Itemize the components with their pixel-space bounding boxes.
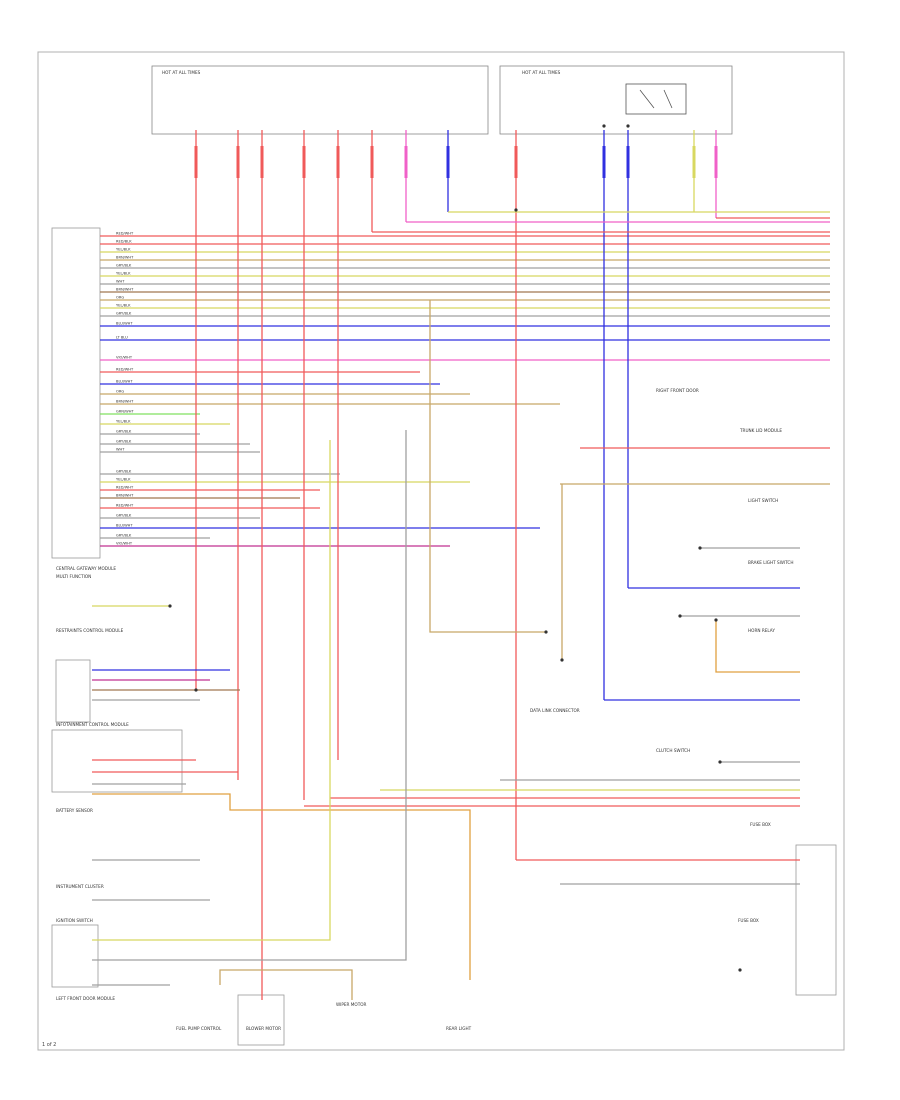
diagram-border: [37, 51, 845, 1051]
wire-label-13: VIO/WHT: [116, 356, 133, 360]
wire-label-24: YEL/BLK: [116, 478, 131, 482]
junction-dot-10: [602, 124, 606, 128]
wire-label-1: RED/BLK: [116, 240, 132, 244]
wire-layer: [92, 130, 830, 1000]
fuse-panel-right: [499, 65, 733, 135]
connector-block-3: [51, 729, 183, 793]
wire-label-4: GRY/BLK: [116, 264, 132, 268]
junction-dot-6: [718, 760, 722, 764]
wire-label-11: BLU/WHT: [116, 322, 133, 326]
wire-label-27: RED/WHT: [116, 504, 134, 508]
wire-label-5: YEL/BLK: [116, 272, 131, 276]
junction-dot-8: [194, 688, 198, 692]
connector-block-6: [795, 844, 837, 996]
wire-label-7: BRN/WHT: [116, 288, 134, 292]
label-horn-relay: HORN RELAY: [748, 628, 775, 633]
label-fuel-pump: FUEL PUMP CONTROL: [176, 1026, 222, 1031]
label-rf-door: RIGHT FRONT DOOR: [656, 388, 699, 393]
wire-lf-a: [92, 440, 331, 941]
label-data-link: DATA LINK CONNECTOR: [530, 708, 580, 713]
wire-label-19: YEL/BLK: [116, 420, 131, 424]
wire-lf-d: [219, 969, 353, 1000]
wire-label-2: YEL/BLK: [116, 248, 131, 252]
wire-label-3: BRN/WHT: [116, 256, 134, 260]
fuse-panel-right-label: HOT AT ALL TIMES: [522, 70, 561, 75]
label-blower: BLOWER MOTOR: [246, 1026, 281, 1031]
label-restraints: RESTRAINTS CONTROL MODULE: [56, 628, 124, 633]
wire-label-31: VIO/WHT: [116, 542, 133, 546]
wire-label-26: BRN/WHT: [116, 494, 134, 498]
label-instrument: INSTRUMENT CLUSTER: [56, 884, 104, 889]
label-clutch: CLUTCH SWITCH: [656, 748, 690, 753]
wire-label-22: WHT: [116, 448, 125, 452]
wire-label-10: GRY/BLK: [116, 312, 132, 316]
wire-lf-b: [92, 430, 407, 961]
wire-label-28: GRY/BLK: [116, 514, 132, 518]
wire-label-12: LT BLU: [116, 336, 128, 340]
wire-label-8: ORG: [116, 296, 124, 300]
wire-right-672: [715, 620, 800, 673]
fuse-panel-left: [151, 65, 489, 135]
node-layer: RED/WHT RED/BLK YEL/BLK BRN/WHT GRY/BLK YEL/B…: [116, 124, 742, 972]
connector-block-4: [51, 924, 99, 988]
label-central-module: CENTRAL GATEWAY MODULE: [56, 566, 116, 571]
label-rear-light: REAR LIGHT: [446, 1026, 472, 1031]
relay-switch: [639, 89, 673, 109]
wire-label-20: GRY/BLK: [116, 430, 132, 434]
junction-dot-0: [168, 604, 172, 608]
wire-label-17: BRN/WHT: [116, 400, 134, 404]
junction-dot-1: [544, 630, 548, 634]
wire-label-29: BLU/WHT: [116, 524, 133, 528]
junction-dot-9: [514, 208, 518, 212]
fuse-panel-left-label: HOT AT ALL TIMES: [162, 70, 201, 75]
label-fuse-box-2: FUSE BOX: [738, 918, 759, 923]
wire-label-6: WHT: [116, 280, 125, 284]
wire-dlc-b: [429, 300, 546, 633]
wire-label-0: RED/WHT: [116, 232, 134, 236]
junction-dot-7: [738, 968, 742, 972]
wire-label-9: YEL/BLK: [116, 304, 131, 308]
wire-label-15: BLU/WHT: [116, 380, 133, 384]
label-battery-sensor: BATTERY SENSOR: [56, 808, 93, 813]
junction-dot-4: [714, 618, 718, 622]
label-lf-door: LEFT FRONT DOOR MODULE: [56, 996, 115, 1001]
wire-label-14: RED/WHT: [116, 368, 134, 372]
connector-block-2: [55, 659, 91, 723]
wire-label-18: GRN/WHT: [116, 410, 134, 414]
connector-block-1: [51, 227, 101, 559]
label-trunk: TRUNK LID MODULE: [739, 428, 782, 433]
relay-box: [625, 83, 687, 115]
junction-dot-5: [698, 546, 702, 550]
wire-label-23: GRY/BLK: [116, 470, 132, 474]
wire-label-30: GRY/BLK: [116, 534, 132, 538]
junction-dot-3: [678, 614, 682, 618]
label-brake-switch: BRAKE LIGHT SWITCH: [748, 560, 793, 565]
label-light-switch: LIGHT SWITCH: [748, 498, 778, 503]
wire-label-25: RED/WHT: [116, 486, 134, 490]
junction-dot-2: [560, 658, 564, 662]
label-multi-function: MULTI FUNCTION: [56, 574, 91, 579]
label-infotainment: INFOTAINMENT CONTROL MODULE: [56, 722, 129, 727]
footer-code: 1 of 2: [42, 1042, 56, 1048]
label-wiper: WIPER MOTOR: [336, 1002, 367, 1007]
label-ignition: IGNITION SWITCH: [56, 918, 93, 923]
wire-label-16: ORG: [116, 390, 124, 394]
label-fuse-box: FUSE BOX: [750, 822, 771, 827]
junction-dot-11: [626, 124, 630, 128]
connector-block-5: [237, 994, 285, 1046]
wire-batt-d: [92, 793, 471, 980]
wire-label-21: GRY/BLK: [116, 440, 132, 444]
